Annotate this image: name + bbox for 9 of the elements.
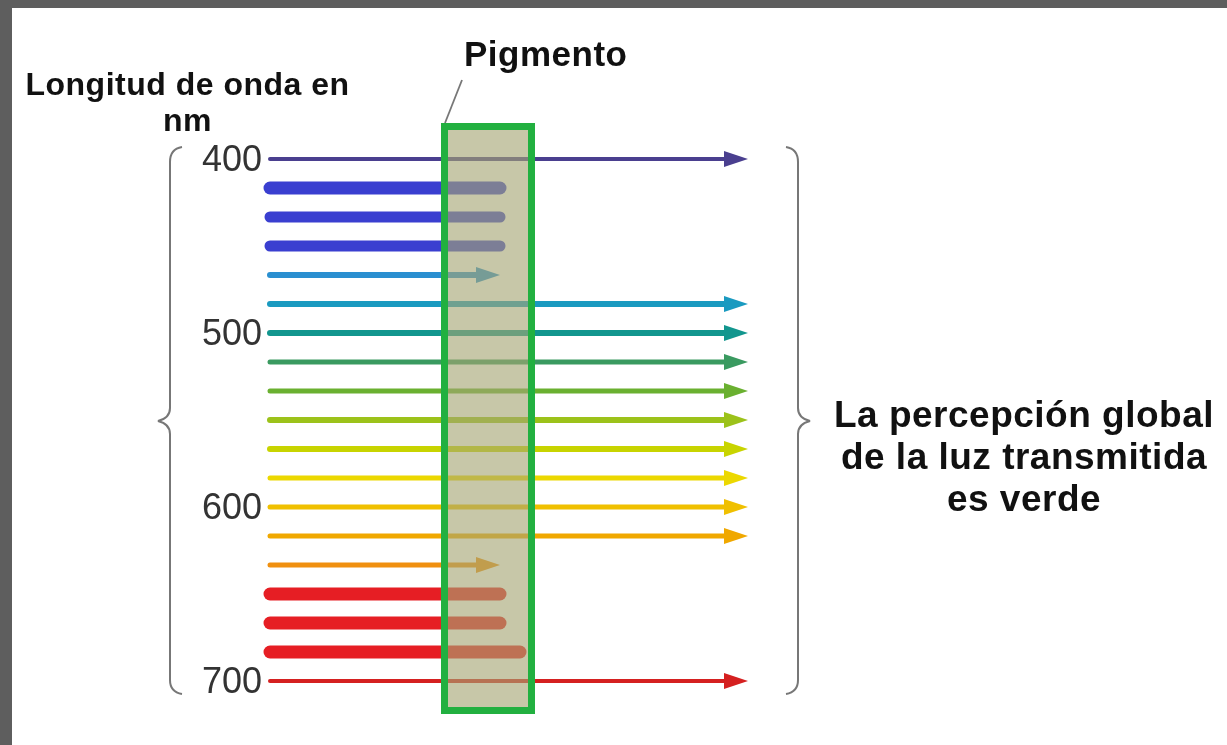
tick-label: 400: [200, 139, 262, 179]
axis-title: Longitud de onda en nm: [24, 66, 351, 138]
pigment-band: [441, 123, 535, 714]
tick-label: 600: [200, 487, 262, 527]
leader-line: [444, 79, 463, 124]
pigment-label: Pigmento: [464, 34, 628, 73]
tick-label: 700: [200, 661, 262, 701]
perception-note: La percepción global de la luz transmitida es verde: [832, 394, 1216, 520]
tick-label: 500: [200, 313, 262, 353]
